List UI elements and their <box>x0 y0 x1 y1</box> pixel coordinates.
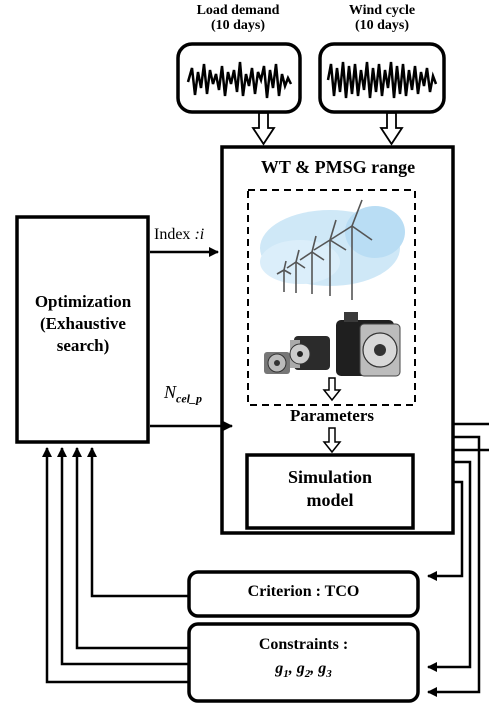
load-demand-waveform <box>186 61 293 99</box>
sep-1: , <box>288 660 297 677</box>
simulation-line2: model <box>306 490 354 511</box>
wind-turbines-illustration <box>260 199 405 300</box>
wind-cycle-label: Wind cycle (10 days) <box>309 3 455 33</box>
load-demand-label: Load demand (10 days) <box>165 3 311 33</box>
wind-cycle-line1: Wind cycle <box>348 3 416 18</box>
simulation-model-label: Simulation model <box>250 466 410 513</box>
optimization-line2: (Exhaustive <box>40 314 126 334</box>
index-signal-label: Index :i <box>154 226 204 244</box>
g1-var: g <box>275 660 284 677</box>
wind-cycle-box <box>318 42 446 114</box>
ncel-main: N <box>164 382 177 402</box>
wind-cycle-line2: (10 days) <box>354 17 410 33</box>
g1-sub: 1 <box>283 668 289 681</box>
range-block-title: WT & PMSG range <box>260 157 416 177</box>
wind-to-range-arrow <box>379 112 404 146</box>
index-var: :i <box>194 226 205 243</box>
load-demand-line2: (10 days) <box>210 17 266 33</box>
parameters-to-simulation-arrow <box>322 427 342 454</box>
criterion-box <box>187 570 420 618</box>
output-feedback-lines <box>427 422 489 697</box>
criterion-label: Criterion : TCO <box>247 583 360 600</box>
optimization-line1: Optimization <box>34 292 132 311</box>
constraints-title: Constraints : <box>258 636 349 653</box>
constraints-box <box>187 622 420 703</box>
g3-var: g <box>318 660 327 677</box>
g2-sub: 2 <box>304 668 311 681</box>
optimization-line3: search) <box>56 336 110 356</box>
index-text: Index <box>154 226 195 243</box>
load-demand-line1: Load demand <box>196 3 280 18</box>
constraints-vars: g1, g2, g3 <box>192 657 415 683</box>
optimization-box <box>15 215 150 444</box>
ncel-sub: cel_p <box>176 391 203 406</box>
ncel-signal-label: Ncel_p <box>164 382 202 407</box>
pmsg-motors-illustration <box>264 312 401 377</box>
g3-sub: 3 <box>326 668 332 681</box>
parameters-label: Parameters <box>289 406 374 425</box>
optimization-label: Optimization (Exhaustive search) <box>18 291 148 357</box>
g2-var: g <box>296 660 305 677</box>
wind-cycle-waveform <box>326 61 438 99</box>
image-to-parameters-arrow <box>322 377 342 402</box>
simulation-line1: Simulation <box>287 467 373 487</box>
simulation-model-box <box>245 453 415 530</box>
sep-2: , <box>310 660 319 677</box>
constraints-label: Constraints : g1, g2, g3 <box>192 633 415 683</box>
input-feedback-lines <box>42 447 189 684</box>
load-to-range-arrow <box>251 112 276 146</box>
